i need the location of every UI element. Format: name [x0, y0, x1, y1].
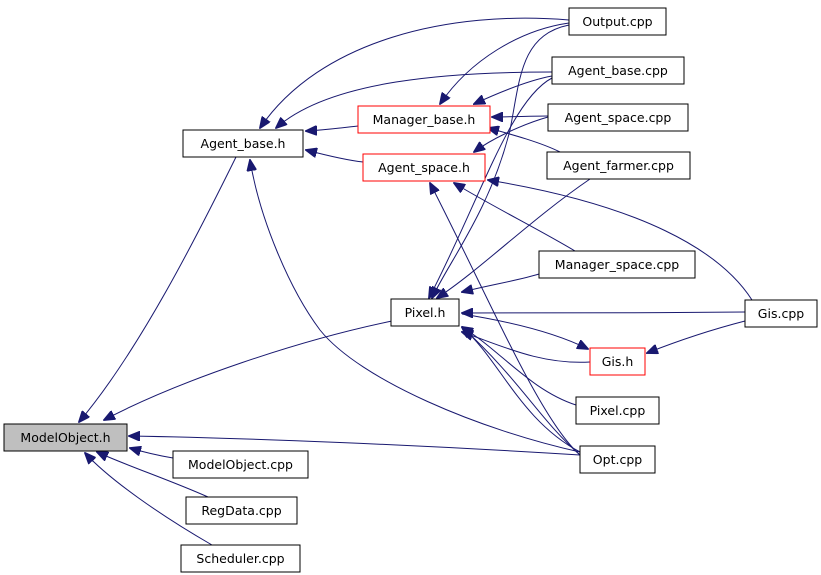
node-agent-base-cpp[interactable]: Agent_base.cpp	[551, 56, 685, 85]
edge-agent-space-cpp-to-agent-space-h	[474, 116, 549, 152]
node-box	[357, 105, 491, 134]
edge-regdata-cpp-to-modelobject-h	[97, 452, 209, 498]
node-output-cpp[interactable]: Output.cpp	[568, 7, 667, 36]
edge-pixel-h-to-gis-h	[461, 313, 588, 349]
node-box	[589, 347, 646, 376]
node-pixel-cpp[interactable]: Pixel.cpp	[575, 396, 660, 425]
edge-gis-cpp-to-gis-h	[647, 320, 746, 353]
edge-manager-base-h-to-agent-base-h	[306, 126, 359, 131]
node-box	[551, 56, 685, 85]
node-label: RegData.cpp	[201, 503, 281, 518]
node-box	[547, 103, 689, 132]
edge-manager-space-cpp-to-pixel-h	[462, 273, 540, 292]
edge-agent-farmer-cpp-to-pixel-h	[437, 178, 591, 298]
node-manager-base-h[interactable]: Manager_base.h	[357, 105, 491, 134]
node-label: Opt.cpp	[593, 452, 642, 467]
edge-opt-cpp-to-gis-h	[462, 327, 581, 453]
node-label: Pixel.h	[405, 305, 446, 320]
node-regdata-cpp[interactable]: RegData.cpp	[185, 496, 298, 525]
node-gis-h[interactable]: Gis.h	[589, 347, 646, 376]
node-box	[575, 396, 660, 425]
node-label: Output.cpp	[582, 14, 652, 29]
edge-output-cpp-to-manager-base-h	[440, 22, 570, 104]
node-box	[568, 7, 667, 36]
edge-agent-farmer-cpp-to-manager-base-h	[488, 128, 561, 153]
edge-agent-space-cpp-to-manager-base-h	[492, 116, 549, 117]
edge-gis-cpp-to-agent-space-h	[488, 180, 753, 301]
node-agent-space-cpp[interactable]: Agent_space.cpp	[547, 103, 689, 132]
edge-gis-h-to-pixel-h	[462, 332, 591, 363]
node-box	[3, 423, 128, 452]
node-box	[390, 298, 460, 327]
node-box	[182, 129, 304, 158]
edge-pixel-h-to-modelobject-h	[104, 320, 393, 420]
node-agent-farmer-cpp[interactable]: Agent_farmer.cpp	[546, 151, 691, 180]
edge-output-cpp-to-agent-base-h	[260, 17, 570, 128]
edge-output-cpp-to-pixel-h	[432, 24, 570, 298]
node-modelobject-h[interactable]: ModelObject.h	[3, 423, 128, 452]
node-label: Agent_base.cpp	[568, 63, 668, 78]
edge-agent-base-cpp-to-pixel-h	[429, 77, 553, 298]
edge-opt-cpp-to-modelobject-h	[129, 436, 581, 456]
edges-layer	[79, 17, 753, 546]
edge-manager-space-cpp-to-agent-space-h	[454, 183, 576, 252]
node-box	[362, 153, 486, 182]
node-box	[744, 299, 818, 328]
node-label: Pixel.cpp	[590, 403, 646, 418]
node-gis-cpp[interactable]: Gis.cpp	[744, 299, 818, 328]
edge-agent-base-cpp-to-manager-base-h	[474, 75, 553, 104]
node-label: Agent_space.h	[378, 160, 470, 175]
edge-pixel-cpp-to-pixel-h	[462, 327, 577, 406]
node-label: Scheduler.cpp	[196, 551, 284, 566]
node-box	[538, 250, 696, 279]
node-label: Manager_space.cpp	[555, 257, 679, 272]
node-box	[180, 544, 301, 573]
node-modelobject-cpp[interactable]: ModelObject.cpp	[172, 450, 309, 479]
node-manager-space-cpp[interactable]: Manager_space.cpp	[538, 250, 696, 279]
edge-agent-base-cpp-to-agent-base-h	[276, 71, 553, 128]
node-label: Gis.cpp	[758, 306, 804, 321]
node-label: Manager_base.h	[373, 112, 476, 127]
node-label: ModelObject.cpp	[188, 457, 293, 472]
node-label: Agent_base.h	[201, 136, 286, 151]
edge-scheduler-cpp-to-modelobject-h	[85, 453, 213, 546]
node-box	[546, 151, 691, 180]
node-box	[579, 445, 656, 474]
edge-agent-space-h-to-agent-base-h	[306, 150, 364, 163]
edge-modelobject-cpp-to-modelobject-h	[130, 448, 174, 459]
node-box	[172, 450, 309, 479]
node-box	[185, 496, 298, 525]
edge-agent-base-h-to-modelobject-h	[79, 156, 237, 422]
edge-gis-cpp-to-pixel-h	[462, 312, 746, 313]
node-opt-cpp[interactable]: Opt.cpp	[579, 445, 656, 474]
edge-opt-cpp-to-pixel-h	[462, 327, 581, 456]
node-scheduler-cpp[interactable]: Scheduler.cpp	[180, 544, 301, 573]
node-label: Gis.h	[602, 354, 634, 369]
edge-opt-cpp-to-agent-base-h	[250, 160, 581, 453]
node-label: Agent_farmer.cpp	[563, 158, 674, 173]
node-label: Agent_space.cpp	[565, 110, 672, 125]
node-pixel-h[interactable]: Pixel.h	[390, 298, 460, 327]
node-agent-base-h[interactable]: Agent_base.h	[182, 129, 304, 158]
node-agent-space-h[interactable]: Agent_space.h	[362, 153, 486, 182]
nodes-layer: ModelObject.hAgent_base.hManager_base.hA…	[3, 7, 818, 573]
node-label: ModelObject.h	[20, 430, 110, 445]
